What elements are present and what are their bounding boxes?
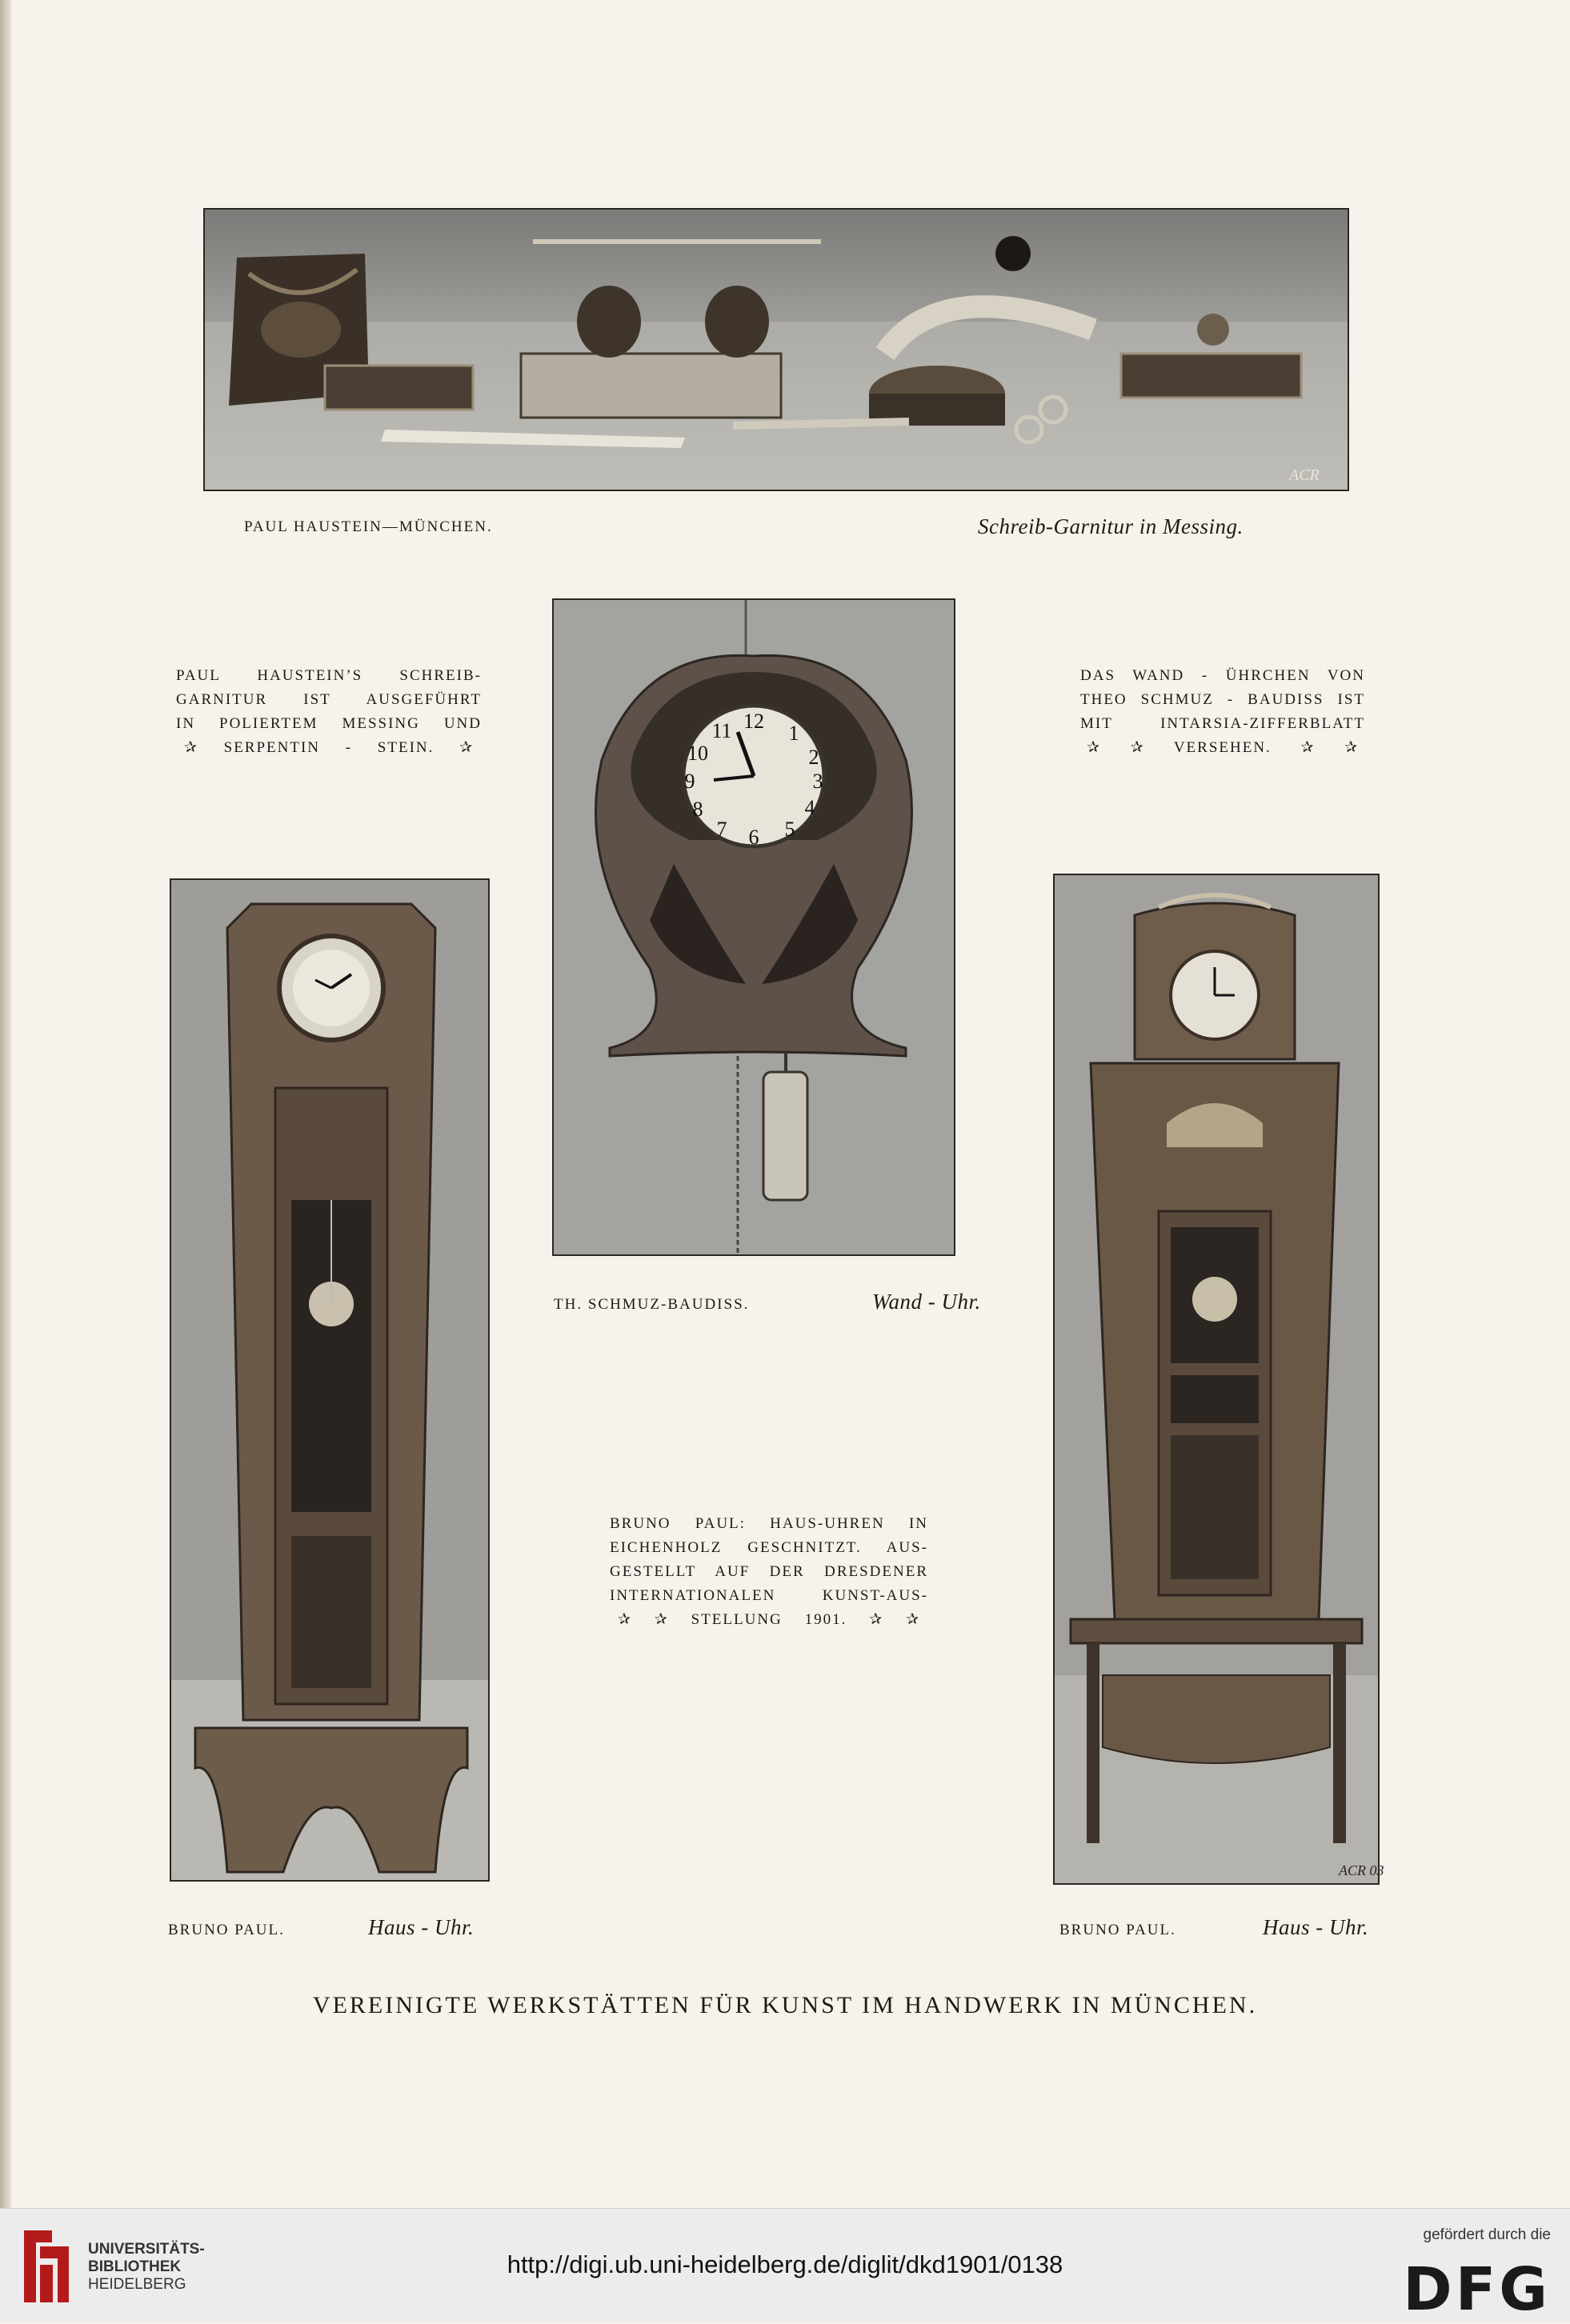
caption-center-left: TH. SCHMUZ-BAUDISS. [554,1296,750,1313]
svg-text:7: 7 [717,818,727,841]
text-line: ✰ ✰ VERSEHEN. ✰ ✰ [1087,739,1359,756]
university-name: UNIVERSITÄTS- BIBLIOTHEK HEIDELBERG [88,2241,205,2294]
photo-signature: ACR [1288,466,1320,484]
text-line: THEO SCHMUZ - BAUDISS IST [1080,691,1365,708]
text-line: EICHENHOLZ GESCHNITZT. AUS- [610,1539,928,1556]
page-footer-title: VEREINIGTE WERKSTÄTTEN FÜR KUNST IM HAND… [312,1992,1258,2018]
caption-left-clock-right: Haus - Uhr. [368,1915,475,1939]
text-right-description: DAS WAND - ÜHRCHEN VON THEO SCHMUZ - BAU… [1080,664,1365,760]
caption-top-right: Schreib-Garnitur in Messing. [978,514,1244,538]
svg-text:3: 3 [813,770,823,793]
photo-tall-clock-left [170,878,490,1882]
svg-text:11: 11 [711,719,731,742]
svg-text:10: 10 [687,742,708,765]
page-spine-shadow [0,0,11,2208]
text-line: BRUNO PAUL: HAUS-UHREN IN [610,1515,928,1532]
caption-top-left: PAUL HAUSTEIN—MÜNCHEN. [244,518,493,535]
permalink-url[interactable]: http://digi.ub.uni-heidelberg.de/diglit/… [507,2250,1063,2278]
text-line: DAS WAND - ÜHRCHEN VON [1080,667,1365,684]
text-line: MIT INTARSIA-ZIFFERBLATT [1080,715,1365,732]
university-name-line: BIBLIOTHEK [88,2258,182,2275]
text-line: ✰ SERPENTIN - STEIN. ✰ [184,739,474,756]
svg-text:8: 8 [693,798,703,821]
text-line: ✰ ✰ STELLUNG 1901. ✰ ✰ [618,1611,920,1628]
text-left-description: PAUL HAUSTEIN’S SCHREIB- GARNITUR IST AU… [176,664,482,760]
dfg-logo: DFG [1403,2255,1551,2324]
svg-text:12: 12 [743,710,764,733]
text-center-description: BRUNO PAUL: HAUS-UHREN IN EICHENHOLZ GES… [610,1512,928,1632]
svg-text:1: 1 [789,722,799,745]
caption-left-clock-left: BRUNO PAUL. [168,1922,285,1938]
svg-text:2: 2 [809,746,819,769]
svg-text:9: 9 [685,770,695,793]
text-line: PAUL HAUSTEIN’S SCHREIB- [176,667,482,684]
photo-writing-set: ACR [203,208,1349,491]
caption-center-right: Wand - Uhr. [872,1290,981,1314]
dfg-funding-label: gefördert durch die [1423,2226,1552,2243]
university-logo-icon [24,2230,69,2302]
scanned-page: ACR PAUL HAUSTEIN—MÜNCHEN. Schreib-Garni… [0,0,1384,2208]
caption-right-clock-left: BRUNO PAUL. [1059,1922,1176,1938]
svg-text:6: 6 [749,826,759,849]
svg-text:5: 5 [785,818,795,841]
svg-text:4: 4 [805,796,815,819]
text-line: GARNITUR IST AUSGEFÜHRT [176,691,482,708]
university-name-line: UNIVERSITÄTS- [88,2241,205,2258]
library-footer-bar: UNIVERSITÄTS- BIBLIOTHEK HEIDELBERG http… [0,2208,1570,2324]
text-line: GESTELLT AUF DER DRESDENER [610,1563,928,1580]
text-line: INTERNATIONALEN KUNST-AUS- [610,1587,928,1604]
text-line: IN POLIERTEM MESSING UND [176,715,482,732]
university-name-line: HEIDELBERG [88,2276,186,2293]
photo-signature: ACR 03 [1338,1862,1384,1878]
photo-tall-clock-right: ACR 03 [1053,874,1384,1885]
caption-right-clock-right: Haus - Uhr. [1263,1915,1369,1939]
